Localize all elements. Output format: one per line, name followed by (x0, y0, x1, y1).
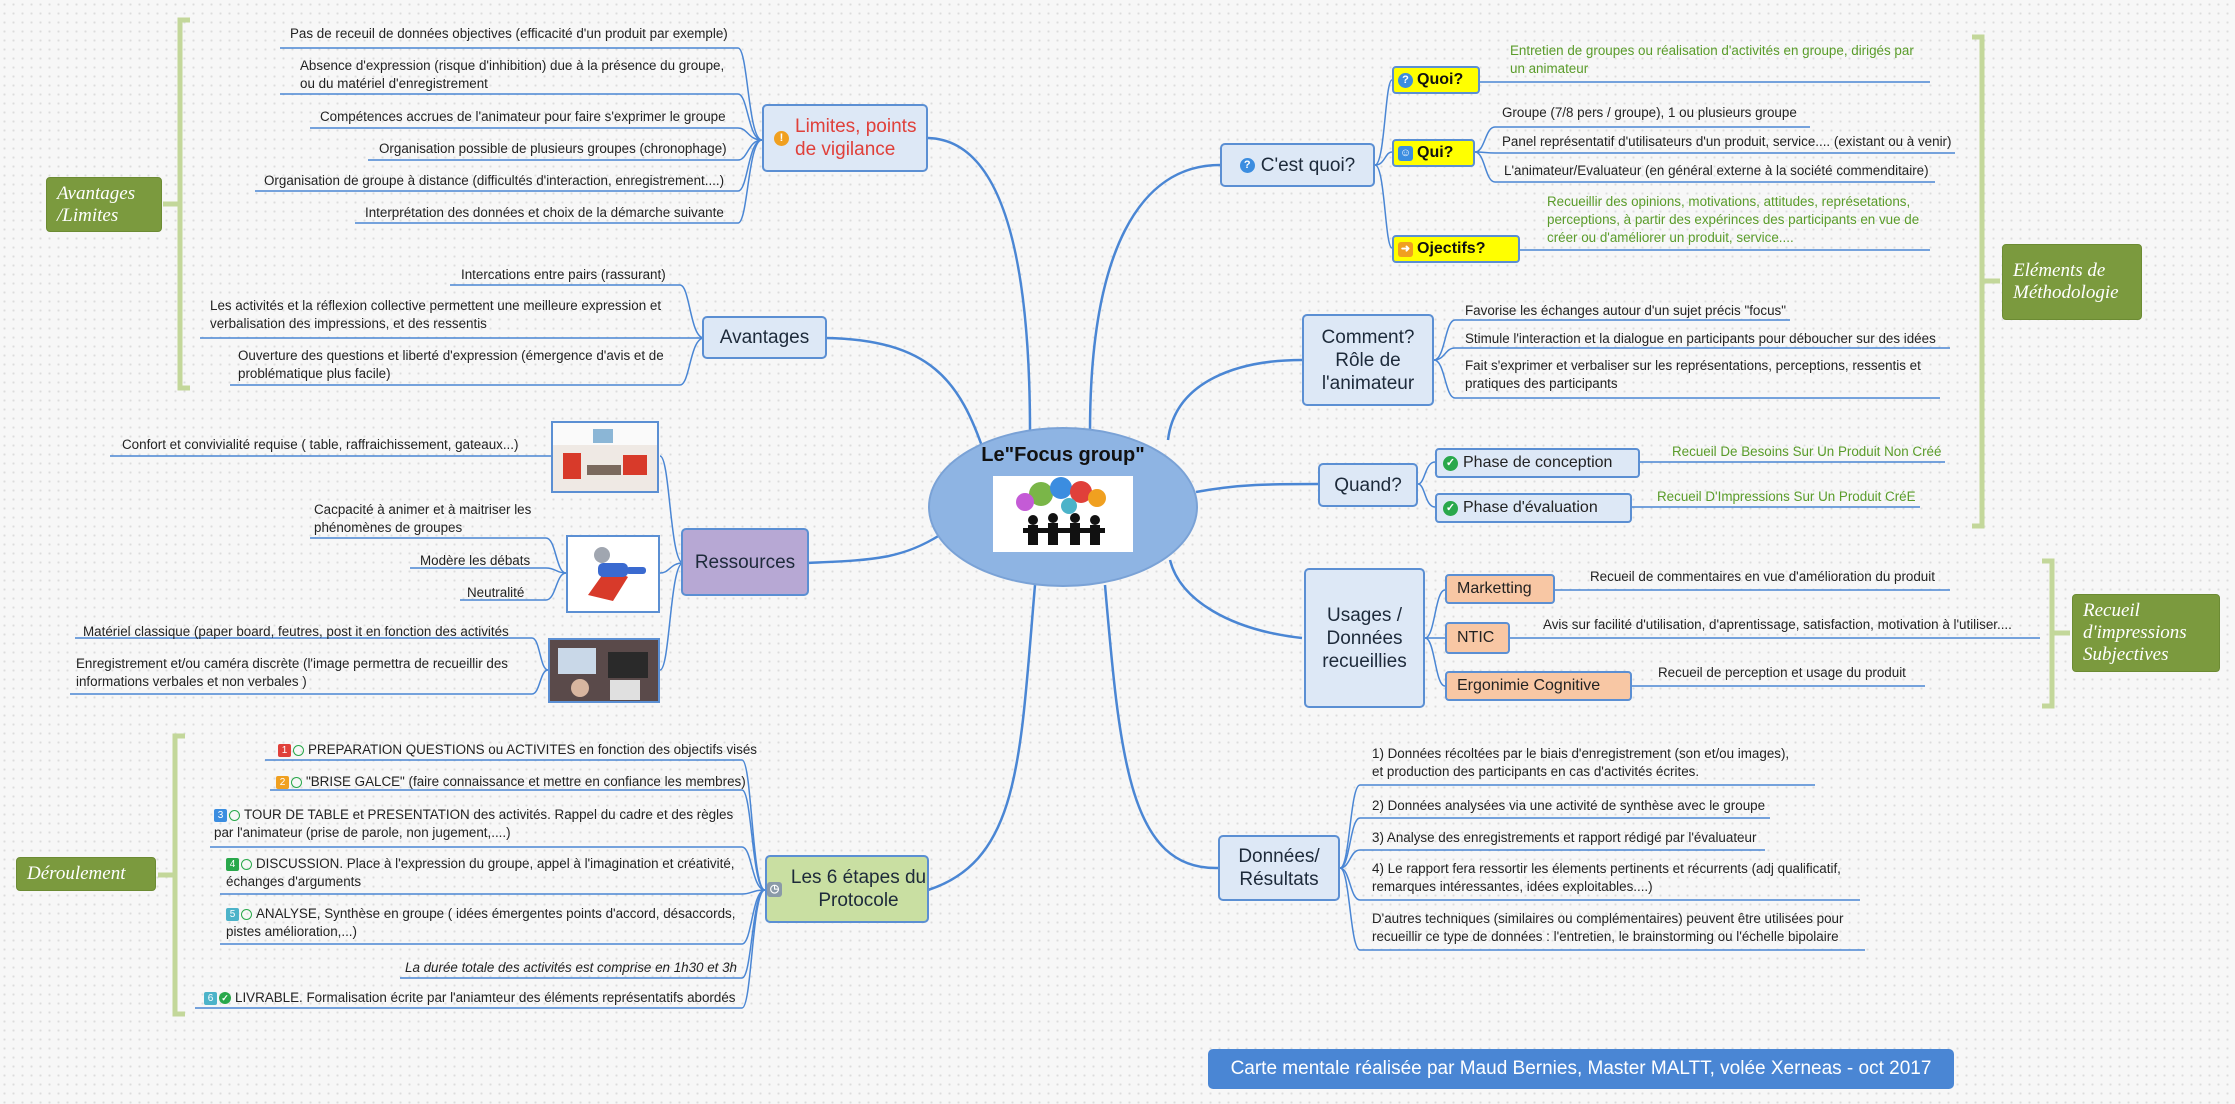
leaf-objectifs: Recueillir des opinions, motivations, at… (1547, 194, 1920, 245)
question-icon: ? (1398, 72, 1413, 88)
leaf-limites-2: Absence d'expression (risque d'inhibitio… (300, 58, 725, 91)
usage-ergonomie[interactable]: Ergonimie Cognitive (1445, 671, 1632, 701)
topic-avantages[interactable]: Avantages (702, 316, 827, 359)
leaf-comment-1: Favorise les échanges autour d'un sujet … (1465, 303, 1786, 318)
leaf-avantages-2: Les activités et la réflexion collective… (210, 298, 662, 331)
step-number-badge: 5 (226, 907, 239, 921)
leaf-ressources-3: Modère les débats (420, 553, 531, 568)
progress-pie-icon (291, 776, 302, 788)
people-talking-icon (993, 476, 1133, 552)
leaf-limites-1: Pas de receuil de données objectives (ef… (290, 26, 728, 41)
central-topic-title: Le"Focus group" (981, 444, 1145, 466)
leaf-ressources-1: Confort et convivialité requise ( table,… (122, 437, 519, 452)
leaf-donnees-1: 1) Données récoltées par le biais d'enre… (1372, 746, 1790, 779)
usage-marketting[interactable]: Marketting (1445, 574, 1555, 604)
meeting-room-photo (551, 421, 659, 493)
leaf-qui-1: Groupe (7/8 pers / groupe), 1 ou plusieu… (1502, 105, 1797, 120)
objectifs-label[interactable]: ➜Ojectifs? (1392, 235, 1520, 263)
step-number-badge: 1 (278, 743, 291, 757)
group-recueil-impressions[interactable]: Recueil d'impressions Subjectives (2072, 594, 2220, 672)
leaf-limites-5: Organisation de groupe à distance (diffi… (264, 173, 725, 188)
leaf-quoi: Entretien de groupes ou réalisation d'ac… (1510, 43, 1914, 76)
leaf-limites-6: Interprétation des données et choix de l… (365, 205, 724, 220)
check-icon: ✓ (1443, 500, 1458, 516)
leaf-ressources-4: Neutralité (467, 585, 525, 600)
superhero-icon (566, 535, 660, 613)
leaf-ressources-2: Cacpacité à animer et à maitriser les ph… (314, 502, 532, 535)
topic-comment[interactable]: Comment? Rôle de l'animateur (1302, 314, 1434, 406)
check-icon: ✓ (1443, 455, 1458, 471)
topic-quand[interactable]: Quand? (1318, 463, 1418, 507)
recording-photo (548, 638, 660, 703)
phase-conception[interactable]: ✓Phase de conception (1435, 448, 1640, 478)
leaf-comment-2: Stimule l'interaction et la dialogue en … (1465, 331, 1936, 346)
leaf-comment-3: Fait s'exprimer et verbaliser sur les re… (1465, 358, 1921, 391)
progress-pie-icon (241, 858, 252, 870)
leaf-avantages-1: Intercations entre pairs (rassurant) (461, 267, 666, 282)
leaf-donnees-4: 4) Le rapport fera ressortir les élement… (1372, 861, 1841, 894)
person-icon: ☺ (1398, 145, 1413, 161)
question-icon: ? (1239, 157, 1255, 173)
group-deroulement[interactable]: Déroulement (16, 857, 156, 891)
topic-donnees[interactable]: Données/ Résultats (1218, 835, 1340, 901)
leaf-donnees-5: D'autres techniques (similaires ou compl… (1372, 911, 1844, 944)
leaf-limites-3: Compétences accrues de l'animateur pour … (320, 109, 726, 124)
leaf-ressources-5: Matériel classique (paper board, feutres… (83, 624, 509, 639)
phase-evaluation[interactable]: ✓Phase d'évaluation (1435, 493, 1632, 523)
topic-cest-quoi[interactable]: ? C'est quoi? (1220, 143, 1375, 187)
leaf-usage-2: Avis sur facilité d'utilisation, d'apren… (1543, 617, 2012, 632)
qui-label[interactable]: ☺Qui? (1392, 139, 1475, 167)
group-elements-methodologie[interactable]: Eléments de Méthodologie (2002, 244, 2142, 320)
leaf-avantages-3: Ouverture des questions et liberté d'exp… (238, 348, 664, 381)
leaf-qui-3: L'animateur/Evaluateur (en général exter… (1504, 163, 1929, 178)
arrow-right-icon: ➜ (1398, 241, 1413, 257)
usage-ntic[interactable]: NTIC (1445, 622, 1510, 654)
leaf-qui-2: Panel représentatif d'utilisateurs d'un … (1502, 134, 1952, 149)
warning-icon: ! (774, 130, 789, 146)
step-duration-note: La durée totale des activités est compri… (405, 960, 737, 975)
leaf-donnees-2: 2) Données analysées via une activité de… (1372, 798, 1766, 813)
topic-ressources[interactable]: Ressources (681, 528, 809, 596)
topic-etapes[interactable]: ◷ Les 6 étapes du Protocole (765, 855, 929, 923)
leaf-phase-evaluation: Recueil D'Impressions Sur Un Produit Cré… (1657, 489, 1916, 504)
topic-limites[interactable]: ! Limites, points de vigilance (762, 104, 928, 172)
quoi-label[interactable]: ?Quoi? (1392, 66, 1480, 94)
step-number-badge: 4 (226, 857, 239, 871)
step-number-badge: 2 (276, 775, 289, 789)
topic-usages[interactable]: Usages / Données recueillies (1304, 568, 1425, 708)
leaf-usage-3: Recueil de perception et usage du produi… (1658, 665, 1906, 680)
clock-icon: ◷ (767, 881, 782, 897)
step-6: 6✓LIVRABLE. Formalisation écrite par l'a… (204, 989, 735, 1007)
progress-pie-icon (241, 908, 252, 920)
credit-banner: Carte mentale réalisée par Maud Bernies,… (1208, 1049, 1954, 1089)
leaf-phase-conception: Recueil De Besoins Sur Un Produit Non Cr… (1672, 444, 1942, 459)
progress-pie-icon (229, 809, 240, 821)
leaf-donnees-3: 3) Analyse des enregistrements et rappor… (1372, 830, 1757, 845)
step-number-badge: 3 (214, 808, 227, 822)
leaf-usage-1: Recueil de commentaires en vue d'amélior… (1590, 569, 1935, 584)
step-2: 2"BRISE GALCE" (faire connaissance et me… (276, 773, 746, 791)
progress-pie-icon (293, 744, 304, 756)
group-avantages-limites[interactable]: Avantages /Limites (46, 177, 162, 232)
leaf-limites-4: Organisation possible de plusieurs group… (379, 141, 727, 156)
step-number-badge: 6 (204, 991, 217, 1005)
leaf-ressources-6: Enregistrement et/ou caméra discrète (l'… (76, 656, 508, 689)
check-icon: ✓ (219, 992, 231, 1005)
